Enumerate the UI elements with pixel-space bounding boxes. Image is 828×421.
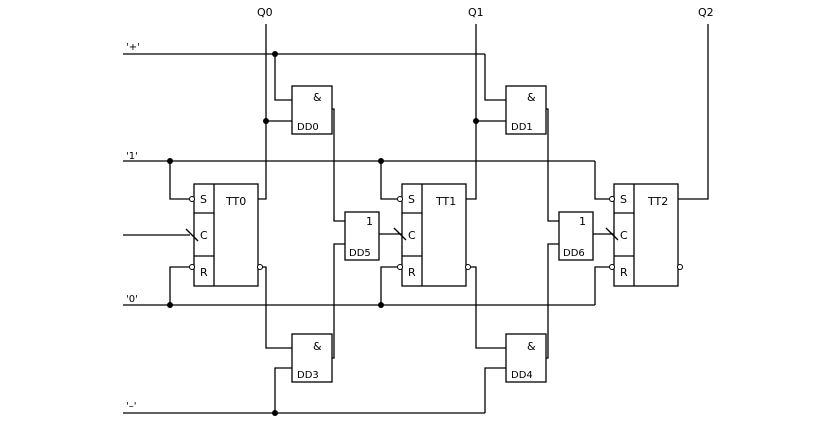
gate-symbol: & bbox=[527, 91, 536, 104]
gate-name: DD1 bbox=[511, 122, 533, 133]
wire bbox=[546, 243, 559, 359]
flipflop-tt2: S C R TT2 bbox=[605, 183, 683, 287]
flipflop-name: TT0 bbox=[225, 195, 246, 208]
gate-name: DD6 bbox=[563, 248, 585, 259]
gate-name: DD4 bbox=[511, 370, 533, 381]
clock-edge-mark bbox=[393, 227, 407, 241]
inversion-bubble bbox=[609, 264, 615, 270]
inversion-bubble bbox=[465, 264, 471, 270]
inversion-bubble bbox=[189, 196, 195, 202]
gate-name: DD0 bbox=[297, 122, 319, 133]
flipflop-tt1: S C R TT1 bbox=[393, 183, 471, 287]
inversion-bubble bbox=[609, 196, 615, 202]
wire-q0-output bbox=[258, 24, 267, 200]
flipflop-r-label: R bbox=[408, 266, 416, 279]
or-gate-dd5: 1 DD5 bbox=[344, 211, 380, 261]
bus-label-one: '1' bbox=[126, 151, 138, 162]
flipflop-name: TT1 bbox=[435, 195, 456, 208]
wire bbox=[546, 108, 559, 222]
gate-name: DD5 bbox=[349, 248, 371, 259]
output-label-q2: Q2 bbox=[698, 6, 714, 19]
wire bbox=[332, 108, 345, 222]
clock-edge-mark bbox=[185, 228, 199, 242]
wire bbox=[380, 266, 397, 305]
junction-dot bbox=[263, 118, 269, 124]
wire bbox=[169, 266, 189, 305]
output-label-q1: Q1 bbox=[468, 6, 484, 19]
wire bbox=[380, 161, 397, 200]
bus-label-zero: '0' bbox=[126, 294, 138, 305]
gate-symbol: 1 bbox=[366, 215, 373, 228]
bus-label-plus: '+' bbox=[126, 42, 140, 53]
inversion-bubble bbox=[397, 264, 403, 270]
flipflop-tt0: S C R TT0 bbox=[185, 183, 263, 287]
gate-symbol: & bbox=[313, 91, 322, 104]
wire-q2-output bbox=[678, 24, 709, 200]
wire bbox=[594, 266, 609, 305]
wire bbox=[594, 161, 609, 200]
wire bbox=[484, 54, 506, 101]
inversion-bubble bbox=[397, 196, 403, 202]
wire-q1-output bbox=[466, 24, 477, 200]
flipflop-s-label: S bbox=[200, 193, 207, 206]
wire bbox=[332, 243, 345, 359]
flipflop-s-label: S bbox=[620, 193, 627, 206]
clock-edge-mark bbox=[605, 227, 619, 241]
wire bbox=[471, 266, 506, 349]
gate-name: DD3 bbox=[297, 370, 319, 381]
inversion-bubble bbox=[257, 264, 263, 270]
and-gate-dd3: & DD3 bbox=[291, 333, 333, 383]
output-label-q0: Q0 bbox=[257, 6, 273, 19]
gate-symbol: & bbox=[527, 340, 536, 353]
flipflop-c-label: C bbox=[200, 229, 208, 242]
wire bbox=[169, 161, 189, 200]
and-gate-dd1: & DD1 bbox=[505, 85, 547, 135]
or-gate-dd6: 1 DD6 bbox=[558, 211, 594, 261]
wire bbox=[274, 54, 292, 101]
and-gate-dd4: & DD4 bbox=[505, 333, 547, 383]
bus-label-minus: '–' bbox=[126, 401, 137, 412]
flipflop-name: TT2 bbox=[647, 195, 668, 208]
gate-symbol: 1 bbox=[579, 215, 586, 228]
flipflop-r-label: R bbox=[620, 266, 628, 279]
wire bbox=[274, 367, 292, 413]
wire bbox=[262, 266, 292, 349]
and-gate-dd0: & DD0 bbox=[291, 85, 333, 135]
flipflop-s-label: S bbox=[408, 193, 415, 206]
inversion-bubble bbox=[677, 264, 683, 270]
flipflop-c-label: C bbox=[620, 229, 628, 242]
wire bbox=[484, 367, 506, 413]
gate-symbol: & bbox=[313, 340, 322, 353]
junction-dot bbox=[473, 118, 479, 124]
flipflop-r-label: R bbox=[200, 266, 208, 279]
inversion-bubble bbox=[189, 264, 195, 270]
flipflop-c-label: C bbox=[408, 229, 416, 242]
